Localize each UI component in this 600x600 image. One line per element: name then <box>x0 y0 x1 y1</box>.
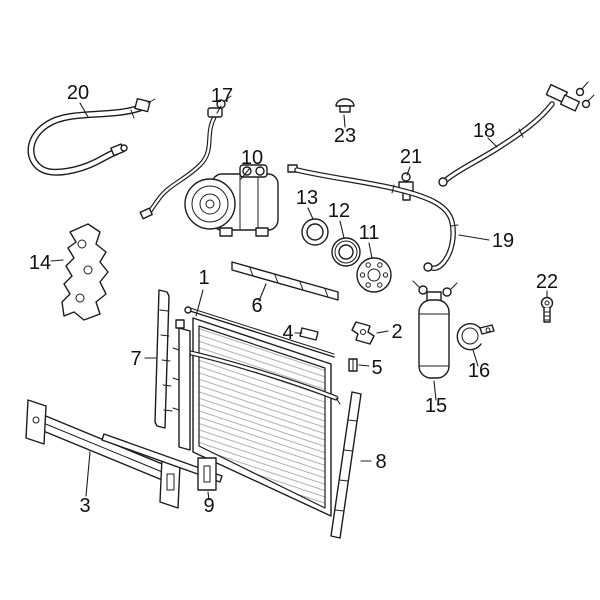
leader-3 <box>85 451 91 497</box>
leader-5 <box>358 364 370 367</box>
callout-5: 5 <box>371 357 382 379</box>
callout-14: 14 <box>29 252 51 274</box>
part-18-suction-hose-drawing <box>438 81 595 187</box>
leader-6 <box>258 283 267 302</box>
leader-15 <box>433 380 437 401</box>
callout-21: 21 <box>400 146 422 168</box>
part-7-air-seal-drawing <box>154 289 173 429</box>
part-11-clutch-plate-drawing <box>356 257 392 293</box>
callout-18: 18 <box>473 120 495 142</box>
leader-9 <box>207 491 210 501</box>
callout-12: 12 <box>328 200 350 222</box>
leader-1 <box>195 289 204 317</box>
part-14-bracket-drawing <box>61 223 109 321</box>
part-4-mount-pad-drawing <box>299 327 319 341</box>
callout-13: 13 <box>296 187 318 209</box>
callout-20: 20 <box>67 82 89 104</box>
leader-12 <box>339 220 345 239</box>
callout-15: 15 <box>425 395 447 417</box>
part-22-stud-bolt-drawing <box>540 296 554 323</box>
callout-8: 8 <box>375 451 386 473</box>
callout-6: 6 <box>251 295 262 317</box>
leader-20 <box>79 102 89 118</box>
leader-10 <box>240 167 251 180</box>
leader-13 <box>307 207 314 220</box>
leader-19 <box>458 234 490 241</box>
part-12-seal-drawing <box>331 237 361 267</box>
part-16-clamp-drawing <box>456 322 495 351</box>
part-17-vent-tube-drawing <box>139 95 232 220</box>
leader-23 <box>343 114 346 128</box>
part-3-support-bar-drawing <box>25 399 223 509</box>
part-5-small-clip-drawing <box>348 358 358 372</box>
part-2-mount-clip-drawing <box>351 321 375 345</box>
callout-10: 10 <box>241 147 263 169</box>
leader-16 <box>472 349 479 367</box>
callout-23: 23 <box>334 125 356 147</box>
part-23-cap-drawing <box>335 98 355 113</box>
part-20-hose-loop-drawing <box>27 97 156 176</box>
leader-11 <box>368 242 373 259</box>
part-6-seal-strip-drawing <box>231 261 339 301</box>
leader-lines <box>50 102 548 501</box>
callout-7: 7 <box>130 348 141 370</box>
part-10-compressor-drawing <box>184 164 279 237</box>
callout-2: 2 <box>391 321 402 343</box>
leader-2 <box>376 330 389 334</box>
leader-18 <box>487 137 498 148</box>
part-19-discharge-line-drawing <box>287 164 459 272</box>
callout-9: 9 <box>203 495 214 517</box>
callout-16: 16 <box>468 360 490 382</box>
part-21-pressure-switch-drawing <box>398 172 414 201</box>
leader-17 <box>216 105 222 114</box>
part-8-air-seal-drawing <box>330 391 362 539</box>
callout-11: 11 <box>359 222 380 244</box>
callout-17: 17 <box>211 85 233 107</box>
callout-19: 19 <box>492 230 514 252</box>
part-15-receiver-drier-drawing <box>412 280 458 379</box>
callout-22: 22 <box>536 271 558 293</box>
callout-1: 1 <box>198 267 209 289</box>
part-1-condenser-drawing <box>172 306 341 517</box>
leader-21 <box>406 166 411 176</box>
callout-4: 4 <box>282 322 293 344</box>
leader-14 <box>50 259 64 262</box>
callout-3: 3 <box>79 495 90 517</box>
part-9-lower-bracket-drawing <box>197 457 217 491</box>
callout-labels: 1 2 3 4 5 6 7 8 9 10 11 12 13 14 15 16 1… <box>29 82 558 517</box>
part-13-o-ring-drawing <box>301 218 329 246</box>
